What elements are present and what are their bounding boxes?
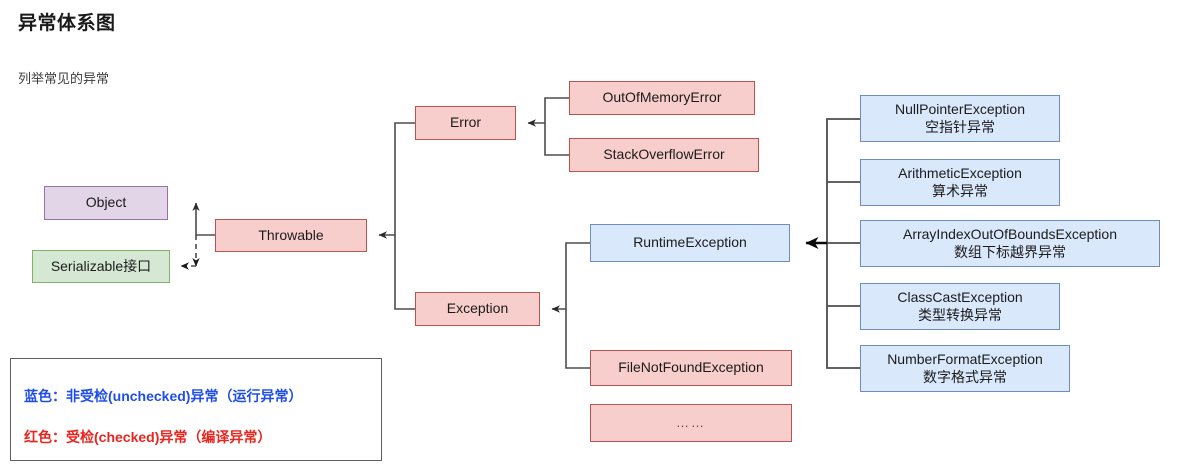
node-stack-overflow-error[interactable]: StackOverflowError — [569, 138, 759, 172]
node-throwable[interactable]: Throwable — [215, 219, 367, 252]
node-number-format-exception-label-cn: 数字格式异常 — [923, 368, 1007, 385]
node-serializable-label: Serializable接口 — [50, 257, 152, 274]
node-null-pointer-exception-label: NullPointerException — [895, 101, 1025, 117]
node-error-label: Error — [449, 114, 482, 131]
node-number-format-exception[interactable]: NumberFormatException 数字格式异常 — [860, 345, 1070, 392]
node-array-index-out-of-bounds-exception[interactable]: ArrayIndexOutOfBoundsException 数组下标越界异常 — [860, 220, 1160, 267]
node-arithmetic-exception[interactable]: ArithmeticException 算术异常 — [860, 159, 1060, 206]
node-null-pointer-exception-label-cn: 空指针异常 — [925, 118, 995, 135]
node-throwable-label: Throwable — [258, 226, 324, 243]
edge-throwable-object — [192, 202, 215, 236]
node-object-label: Object — [85, 194, 127, 211]
edge-oom-error — [527, 97, 569, 127]
node-number-format-exception-label: NumberFormatException — [887, 351, 1043, 367]
node-ellipsis[interactable]: …… — [590, 404, 792, 442]
legend-box: 蓝色：非受检(unchecked)异常（运行异常） 红色：受检(checked)… — [10, 358, 382, 461]
node-file-not-found-exception[interactable]: FileNotFoundException — [590, 350, 792, 386]
legend-blue-text: 蓝色：非受检(unchecked)异常（运行异常） — [24, 388, 303, 404]
node-object[interactable]: Object — [44, 186, 168, 220]
edge-exception-throwable — [394, 235, 415, 310]
edge-soe-error — [544, 123, 569, 156]
node-class-cast-exception-label: ClassCastException — [897, 289, 1023, 305]
node-file-not-found-exception-label: FileNotFoundException — [618, 359, 764, 376]
node-arithmetic-exception-label-cn: 算术异常 — [932, 182, 988, 199]
node-null-pointer-exception[interactable]: NullPointerException 空指针异常 — [860, 95, 1060, 142]
edge-error-throwable — [378, 122, 415, 239]
edge-filenotfound-exception — [565, 309, 590, 369]
node-stack-overflow-error-label: StackOverflowError — [603, 146, 725, 163]
node-arithmetic-exception-label: ArithmeticException — [898, 165, 1022, 181]
node-runtime-exception-label: RuntimeException — [633, 234, 747, 251]
edge-runtime-exception — [551, 242, 590, 313]
node-out-of-memory-error-label: OutOfMemoryError — [602, 89, 722, 106]
node-class-cast-exception[interactable]: ClassCastException 类型转换异常 — [860, 283, 1060, 330]
node-class-cast-exception-label-cn: 类型转换异常 — [918, 306, 1002, 323]
node-ellipsis-label: …… — [676, 414, 706, 430]
node-exception[interactable]: Exception — [415, 292, 540, 326]
node-serializable[interactable]: Serializable接口 — [32, 250, 170, 283]
legend-red-text: 红色：受检(checked)异常（编译异常） — [24, 429, 272, 445]
page-subtitle: 列举常见的异常 — [18, 71, 110, 86]
node-error[interactable]: Error — [415, 106, 516, 140]
page-title: 异常体系图 — [18, 13, 116, 34]
node-array-index-out-of-bounds-exception-label-cn: 数组下标越界异常 — [954, 243, 1066, 260]
node-exception-label: Exception — [446, 300, 509, 317]
node-out-of-memory-error[interactable]: OutOfMemoryError — [569, 81, 755, 115]
node-array-index-out-of-bounds-exception-label: ArrayIndexOutOfBoundsException — [902, 226, 1117, 242]
node-runtime-exception[interactable]: RuntimeException — [590, 224, 790, 262]
